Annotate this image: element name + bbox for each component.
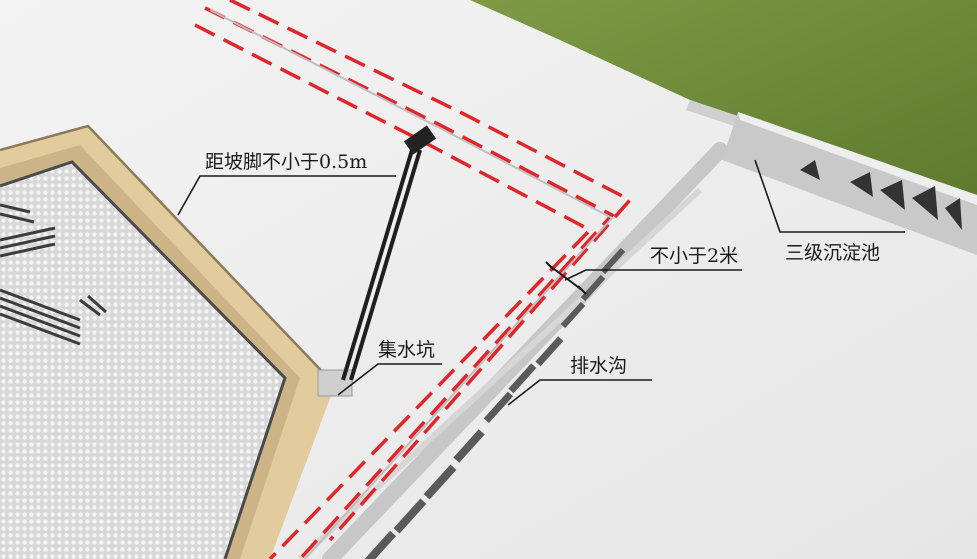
ditch-gratings xyxy=(361,247,626,559)
drain-pipe xyxy=(341,125,437,381)
leader-slope-distance xyxy=(177,175,396,216)
pit-floor xyxy=(0,162,285,559)
pit-rebar xyxy=(0,203,107,346)
label-sedimentation-tank: 三级沉淀池 xyxy=(785,242,881,264)
leader-min-width xyxy=(564,269,742,281)
dimension-min-width xyxy=(549,265,583,291)
leader-lines xyxy=(177,159,905,406)
leader-sump xyxy=(337,363,442,396)
label-sump: 集水坑 xyxy=(378,339,436,361)
pit-toe-edge xyxy=(0,160,287,559)
leader-drain-ditch xyxy=(507,379,652,406)
barrier-rail xyxy=(209,9,614,559)
leader-sedimentation-tank xyxy=(754,159,905,233)
label-drain-ditch: 排水沟 xyxy=(570,355,628,377)
pit-top-edge xyxy=(0,124,336,386)
label-slope-distance: 距坡脚不小于0.5m xyxy=(205,151,368,173)
safety-barrier xyxy=(194,0,633,559)
foundation-pit xyxy=(0,124,336,559)
label-min-width: 不小于2米 xyxy=(650,245,739,267)
sedimentation-tank-shape xyxy=(722,112,977,255)
